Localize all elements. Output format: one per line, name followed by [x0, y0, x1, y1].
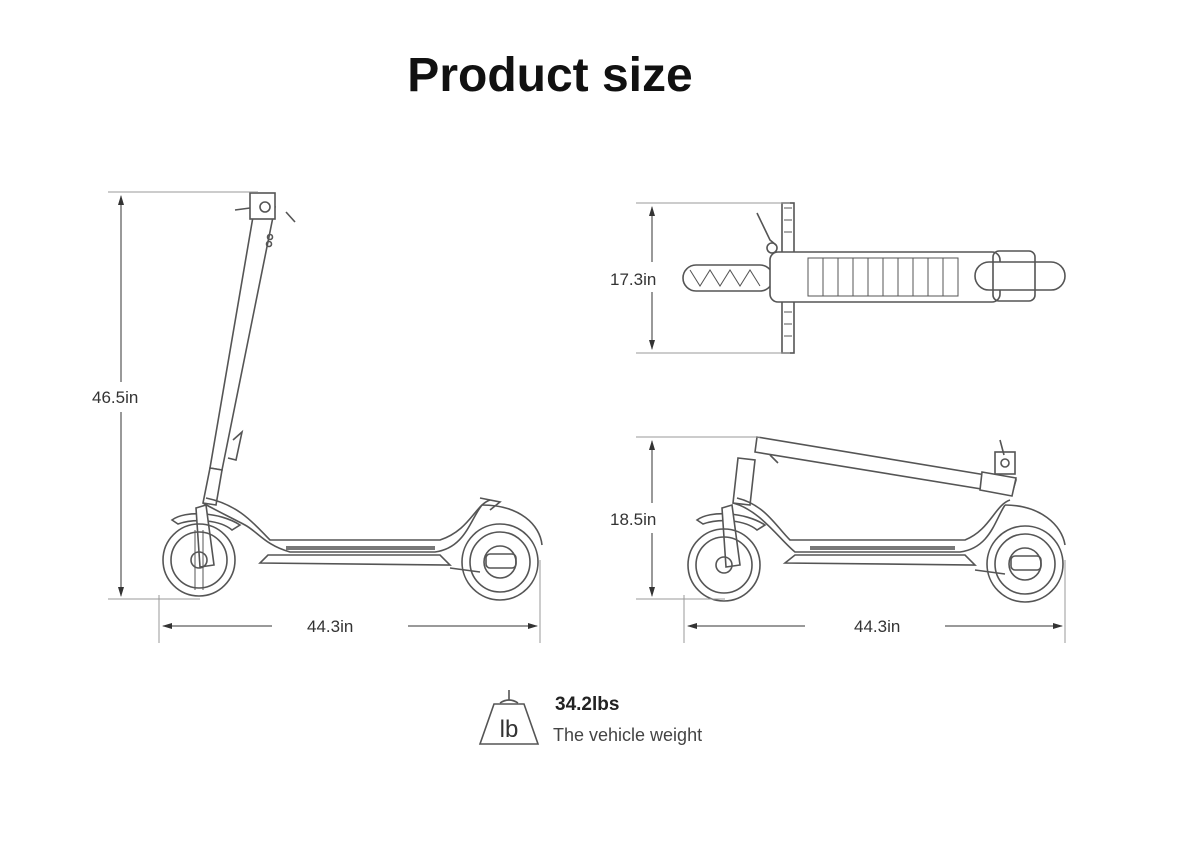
weight-icon — [478, 690, 540, 745]
side-height-label: 46.5in — [92, 388, 138, 407]
weight-value: 34.2lbs — [555, 694, 620, 715]
top-view-scooter — [682, 202, 1066, 354]
side-length-dimension — [158, 560, 541, 643]
top-width-label: 17.3in — [610, 270, 656, 289]
folded-height-dimension — [636, 436, 760, 600]
page-title: Product size — [407, 49, 693, 102]
folded-height-label: 18.5in — [610, 510, 656, 529]
weight-icon-label: lb — [500, 716, 519, 743]
side-length-label: 44.3in — [307, 617, 353, 636]
weight-caption: The vehicle weight — [553, 725, 703, 745]
folded-view-scooter — [687, 436, 1066, 603]
top-width-dimension — [636, 202, 790, 354]
folded-length-label: 44.3in — [854, 617, 900, 636]
side-height-dimension — [108, 191, 258, 600]
folded-length-dimension — [683, 560, 1066, 643]
side-view-scooter — [162, 192, 543, 601]
